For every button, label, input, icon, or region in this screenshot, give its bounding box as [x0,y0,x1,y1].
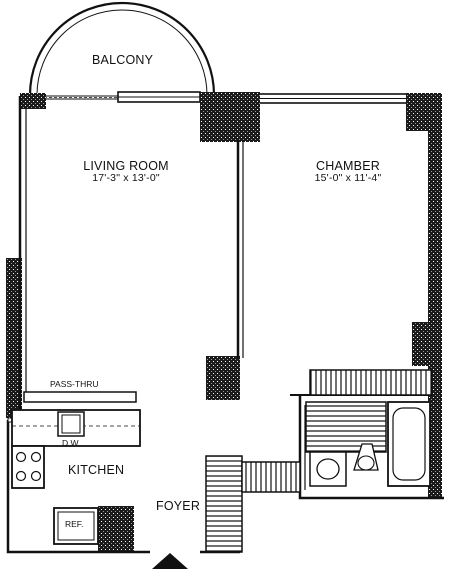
living-room-dims: 17'-3" x 13'-0" [92,172,160,185]
chamber-closet [309,369,433,396]
chamber-label: CHAMBER 15'-0" x 11'-4" [298,159,398,185]
entry-arrow [152,553,188,569]
bathroom [305,401,431,487]
wall-pier-top-left [20,93,46,109]
balcony-label: BALCONY [92,53,154,67]
foyer-label: FOYER [156,499,201,513]
kitchen-counters [11,391,141,545]
kitchen-name: KITCHEN [68,463,125,477]
wall-pier-living-mid [206,356,240,400]
living-room-label: LIVING ROOM 17'-3" x 13'-0" [76,159,176,185]
wall-pier-center-top [200,92,260,142]
balcony-name: BALCONY [92,53,154,67]
chamber-name: CHAMBER [316,159,380,173]
dishwasher-label: D.W. [62,438,81,448]
refrigerator-label: REF. [65,519,84,529]
wall-pier-right-mid [412,322,434,366]
balcony [28,1,216,96]
kitchen-label: KITCHEN [68,463,125,477]
wall-left-segment [6,258,22,418]
pass-thru-label: PASS-THRU [50,379,99,389]
living-room-name: LIVING ROOM [83,159,169,173]
chamber-dims: 15'-0" x 11'-4" [314,172,382,185]
foyer-closet-right [241,461,301,493]
foyer-closet-left [205,455,243,553]
foyer-name: FOYER [156,499,201,513]
wall-pier-kitchen-bottom [98,506,134,552]
wall-right-column [428,120,442,498]
